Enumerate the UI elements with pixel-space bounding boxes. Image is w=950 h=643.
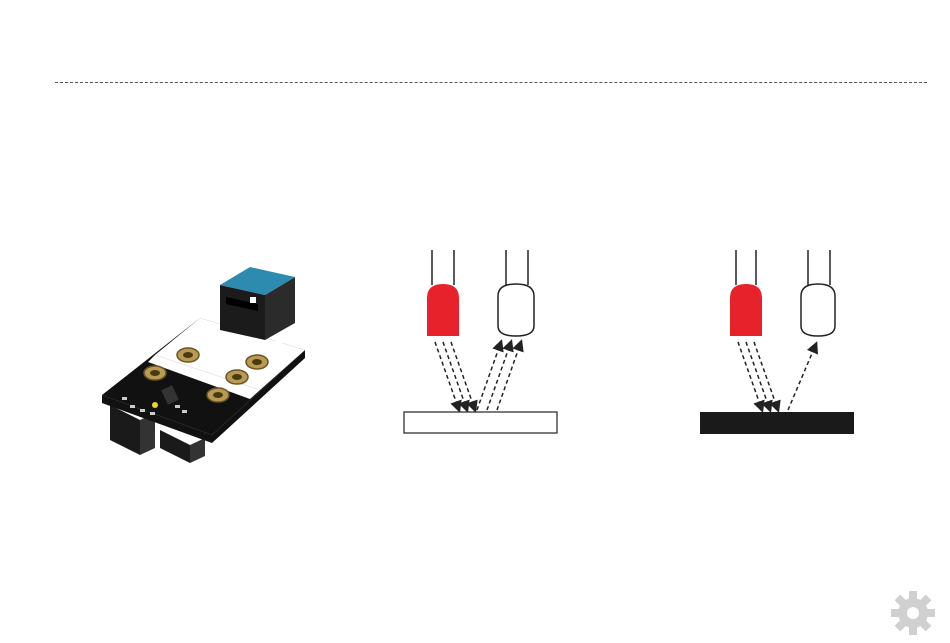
ir-emitter-led — [730, 250, 762, 336]
gear-icon — [888, 588, 938, 638]
dashed-divider — [55, 82, 927, 83]
black-surface — [700, 412, 854, 434]
ir-receiver-led — [801, 250, 835, 336]
white-surface — [404, 412, 557, 433]
reflection-diagram-black-surface — [690, 240, 865, 440]
ir-emitter-led — [427, 250, 459, 336]
ir-receiver-led — [498, 250, 534, 336]
reflection-diagram-white-surface — [395, 240, 570, 440]
line-follower-sensor-module — [100, 255, 315, 465]
